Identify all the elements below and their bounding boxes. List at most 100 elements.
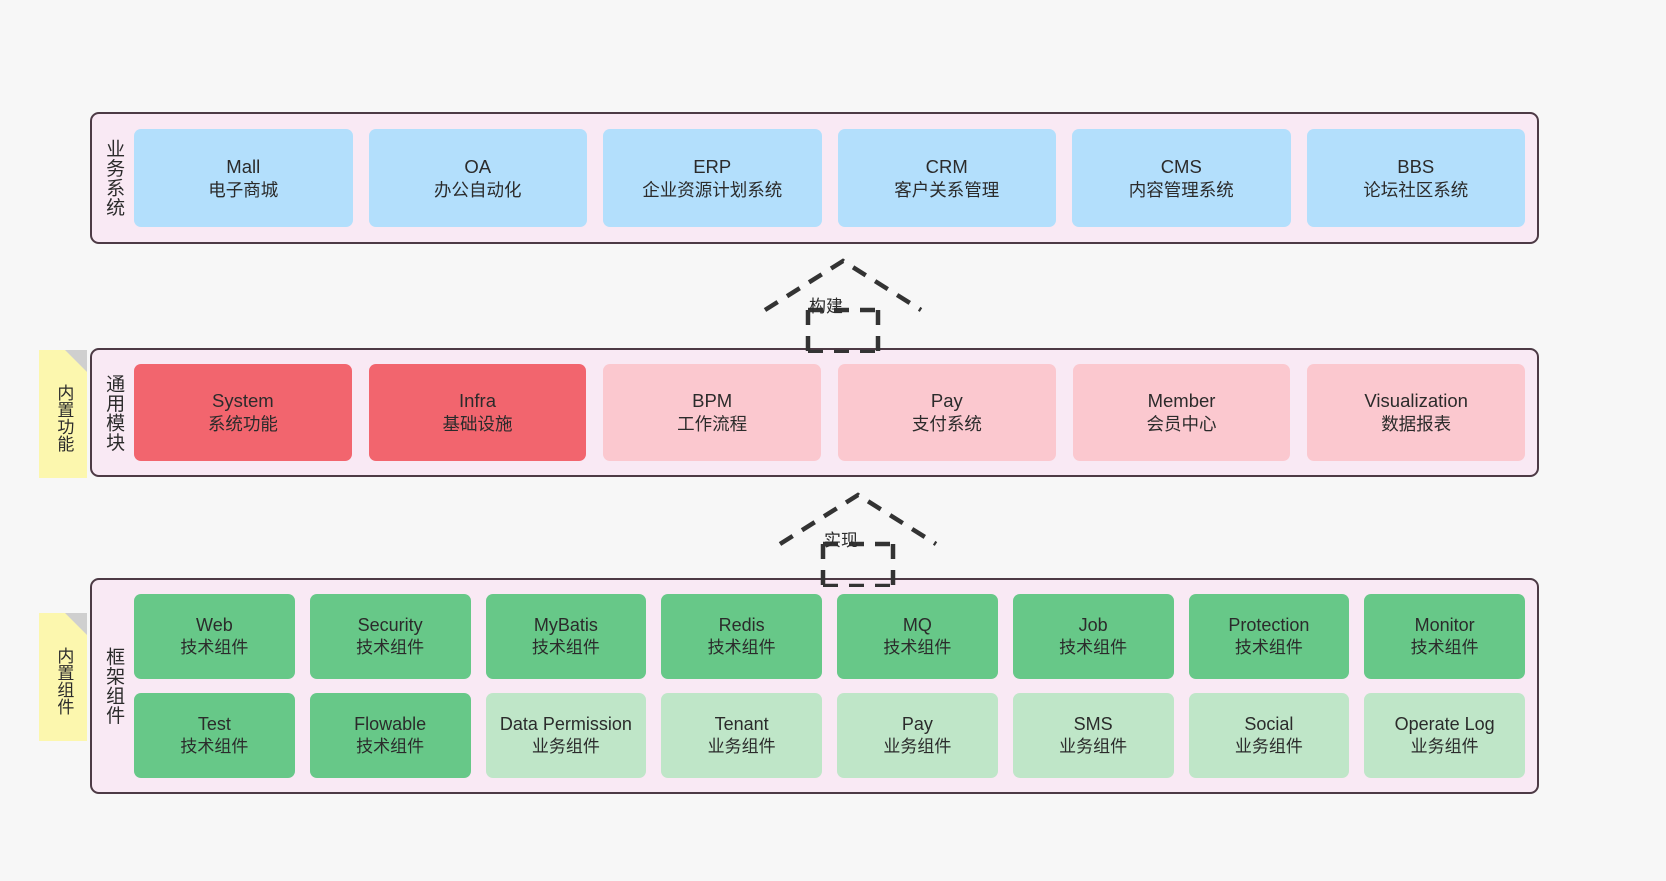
layer-framework-title-wrap: 框架组件 bbox=[92, 580, 134, 792]
card-name: CRM bbox=[925, 155, 968, 177]
card-name: Security bbox=[357, 615, 423, 636]
card-name: System bbox=[211, 390, 274, 412]
card-name: SMS bbox=[1073, 714, 1113, 735]
card-desc: 企业资源计划系统 bbox=[642, 179, 783, 200]
card-desc: 内容管理系统 bbox=[1128, 179, 1234, 200]
card-name: Pay bbox=[901, 714, 933, 735]
card-name: Mall bbox=[226, 155, 261, 177]
card-desc: 技术组件 bbox=[180, 638, 249, 658]
card-name: Job bbox=[1078, 615, 1108, 636]
card-desc: 客户关系管理 bbox=[894, 179, 1000, 200]
card-name: Web bbox=[196, 615, 233, 636]
card-name: Operate Log bbox=[1394, 714, 1495, 735]
arrow-implement: 实现 bbox=[768, 489, 948, 587]
card-name: MQ bbox=[902, 615, 932, 636]
card-name: Tenant bbox=[714, 714, 769, 735]
layer-modules-title: 通用模块 bbox=[103, 373, 125, 452]
card-name: OA bbox=[464, 155, 492, 177]
arrow-build-glyph bbox=[763, 258, 923, 353]
card-desc: 业务组件 bbox=[531, 737, 600, 757]
card-desc: 技术组件 bbox=[1410, 638, 1479, 658]
card-desc: 业务组件 bbox=[1410, 737, 1479, 757]
card-desc: 技术组件 bbox=[883, 638, 952, 658]
card-desc: 业务组件 bbox=[1234, 737, 1303, 757]
card-desc: 技术组件 bbox=[180, 737, 249, 757]
card-desc: 系统功能 bbox=[207, 414, 278, 435]
card-desc: 电子商城 bbox=[208, 179, 279, 200]
card-name: Member bbox=[1147, 390, 1216, 412]
card-desc: 技术组件 bbox=[1234, 638, 1303, 658]
card-desc: 论坛社区系统 bbox=[1363, 179, 1469, 200]
card-name: Data Permission bbox=[499, 714, 632, 735]
card-desc: 工作流程 bbox=[677, 414, 748, 435]
sticky-note-builtin-components: 内置组件 bbox=[39, 613, 87, 741]
arrow-implement-glyph bbox=[778, 492, 938, 587]
layer-framework-title: 框架组件 bbox=[103, 647, 125, 725]
card-desc: 业务组件 bbox=[883, 737, 952, 757]
card-name: Social bbox=[1244, 714, 1294, 735]
card-name: Protection bbox=[1228, 615, 1310, 636]
card-name: Monitor bbox=[1414, 615, 1475, 636]
card-desc: 办公自动化 bbox=[434, 179, 522, 200]
card-name: BBS bbox=[1397, 155, 1435, 177]
card-name: BPM bbox=[692, 390, 733, 412]
card-name: CMS bbox=[1160, 155, 1202, 177]
card-desc: 技术组件 bbox=[1059, 638, 1128, 658]
card-desc: 技术组件 bbox=[356, 737, 425, 757]
layer-business-title: 业务系统 bbox=[103, 139, 125, 217]
card-name: MyBatis bbox=[533, 615, 598, 636]
card-name: Flowable bbox=[354, 714, 427, 735]
card-desc: 支付系统 bbox=[911, 414, 982, 435]
card-desc: 会员中心 bbox=[1146, 414, 1217, 435]
card-name: Infra bbox=[458, 390, 497, 412]
sticky-note-builtin-features-label: 内置功能 bbox=[54, 384, 74, 452]
card-name: Pay bbox=[930, 390, 963, 412]
arrow-build-label: 构建 bbox=[809, 297, 843, 316]
card-desc: 技术组件 bbox=[531, 638, 600, 658]
sticky-note-builtin-features: 内置功能 bbox=[39, 350, 87, 478]
card-desc: 数据报表 bbox=[1381, 414, 1452, 435]
arrow-build: 构建 bbox=[753, 255, 933, 353]
arrow-implement-label: 实现 bbox=[824, 531, 858, 550]
card-desc: 业务组件 bbox=[707, 737, 776, 757]
card-desc: 技术组件 bbox=[356, 638, 425, 658]
card-name: Visualization bbox=[1364, 390, 1468, 412]
card-desc: 业务组件 bbox=[1059, 737, 1128, 757]
sticky-note-builtin-components-label: 内置组件 bbox=[54, 647, 74, 715]
